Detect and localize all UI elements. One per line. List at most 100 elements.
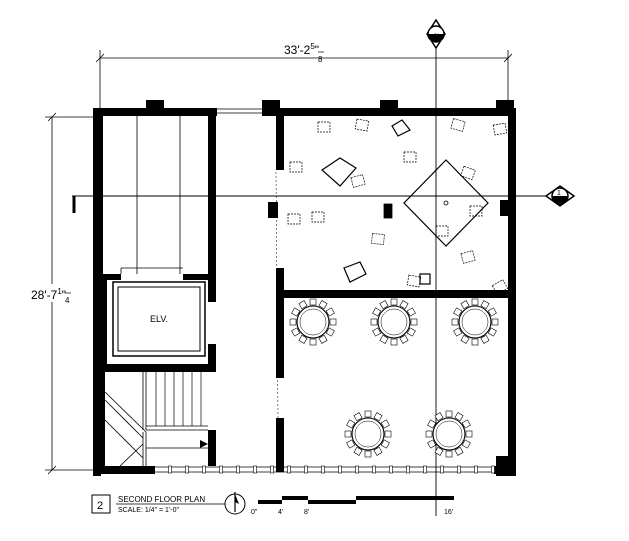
title-block <box>91 492 246 515</box>
dining-chair <box>318 334 328 344</box>
dining-chair <box>353 446 363 456</box>
width-dimension-denominator: 8 <box>318 55 323 64</box>
lounge-chair <box>354 118 370 132</box>
dining-chair <box>445 450 453 458</box>
dining-chair <box>325 327 335 337</box>
dining-chair <box>453 327 463 337</box>
section-marker-2-label: 2 <box>434 33 441 37</box>
lounge-chairs <box>287 118 509 295</box>
mullion <box>304 465 308 474</box>
stair-arrow <box>200 440 208 448</box>
section-marker-2 <box>426 18 446 50</box>
dining-chair <box>434 446 444 456</box>
mullion <box>253 465 257 474</box>
dining-chair <box>289 318 297 326</box>
lounge-chair <box>311 211 325 223</box>
mullion <box>287 465 291 474</box>
dining-chair <box>318 300 328 310</box>
mullion <box>440 465 444 474</box>
dining-chair <box>427 439 437 449</box>
dining-chair <box>325 307 335 317</box>
dining-chair <box>373 412 383 422</box>
height-dimension-label: 28'-71" <box>31 287 66 302</box>
drawing-title: SECOND FLOOR PLAN <box>118 495 205 504</box>
dining-chair <box>451 318 459 326</box>
dining-chair <box>390 298 398 306</box>
dining-chair <box>406 327 416 337</box>
dining-chair <box>384 430 392 438</box>
dining-chair <box>460 334 470 344</box>
mullion <box>202 465 206 474</box>
dining-chair <box>460 300 470 310</box>
mullion <box>236 465 240 474</box>
mullion <box>389 465 393 474</box>
dining-chair <box>344 430 352 438</box>
dining-chair <box>410 318 418 326</box>
dining-chair <box>471 338 479 346</box>
drawing-scale: SCALE: 1/4" = 1'-0" <box>118 507 179 514</box>
lounge-chair <box>317 121 331 133</box>
dining-chair <box>487 307 497 317</box>
dining-chair <box>379 300 389 310</box>
window-top <box>217 108 262 114</box>
dining-chair <box>461 439 471 449</box>
dining-chair <box>291 327 301 337</box>
mullion <box>168 465 172 474</box>
dining-tables <box>289 298 499 458</box>
dining-chair <box>465 430 473 438</box>
lounge-chair <box>289 161 303 173</box>
dining-chair <box>373 446 383 456</box>
lounge-chair <box>450 118 466 132</box>
dining-table <box>344 410 392 458</box>
dining-chair <box>346 419 356 429</box>
dining-chair <box>425 430 433 438</box>
dining-chair <box>454 412 464 422</box>
lounge-chair <box>435 225 449 237</box>
dining-chair <box>427 419 437 429</box>
mullion <box>406 465 410 474</box>
dining-chair <box>309 298 317 306</box>
section-line-horizontal <box>72 195 548 213</box>
dining-chair <box>372 307 382 317</box>
dining-chair <box>346 439 356 449</box>
dining-chair <box>364 410 372 418</box>
elevator-label: ELV. <box>150 314 168 324</box>
mullion <box>491 465 495 474</box>
dining-chair <box>480 300 490 310</box>
dining-table <box>370 298 418 346</box>
section-marker-1-label: 1 <box>557 190 561 197</box>
elevator <box>112 281 206 357</box>
dining-chair <box>370 318 378 326</box>
dining-chair <box>487 327 497 337</box>
dining-chair <box>372 327 382 337</box>
mullions <box>168 465 495 474</box>
lounge-chair <box>287 213 301 225</box>
dining-table <box>289 298 337 346</box>
dining-chair <box>453 307 463 317</box>
dining-chair <box>291 307 301 317</box>
dining-chair <box>298 334 308 344</box>
lounge-furniture <box>321 119 489 285</box>
dining-chair <box>491 318 499 326</box>
dining-table <box>425 410 473 458</box>
mullion <box>423 465 427 474</box>
width-dimension <box>95 50 513 108</box>
drawing-number: 2 <box>97 500 103 512</box>
dining-chair <box>454 446 464 456</box>
scale-label-0: 0" <box>251 509 258 516</box>
dining-table <box>451 298 499 346</box>
dining-chair <box>445 410 453 418</box>
dining-chair <box>471 298 479 306</box>
lounge-chair <box>403 151 417 163</box>
stair-treads <box>155 372 202 426</box>
dining-chair <box>399 334 409 344</box>
dining-chair <box>406 307 416 317</box>
dining-chair <box>298 300 308 310</box>
dining-chair <box>399 300 409 310</box>
lounge-chair <box>491 279 509 295</box>
dining-chair <box>309 338 317 346</box>
lounge-chair <box>406 274 422 288</box>
lounge-chair <box>460 250 476 264</box>
scale-label-4: 4' <box>278 509 283 516</box>
